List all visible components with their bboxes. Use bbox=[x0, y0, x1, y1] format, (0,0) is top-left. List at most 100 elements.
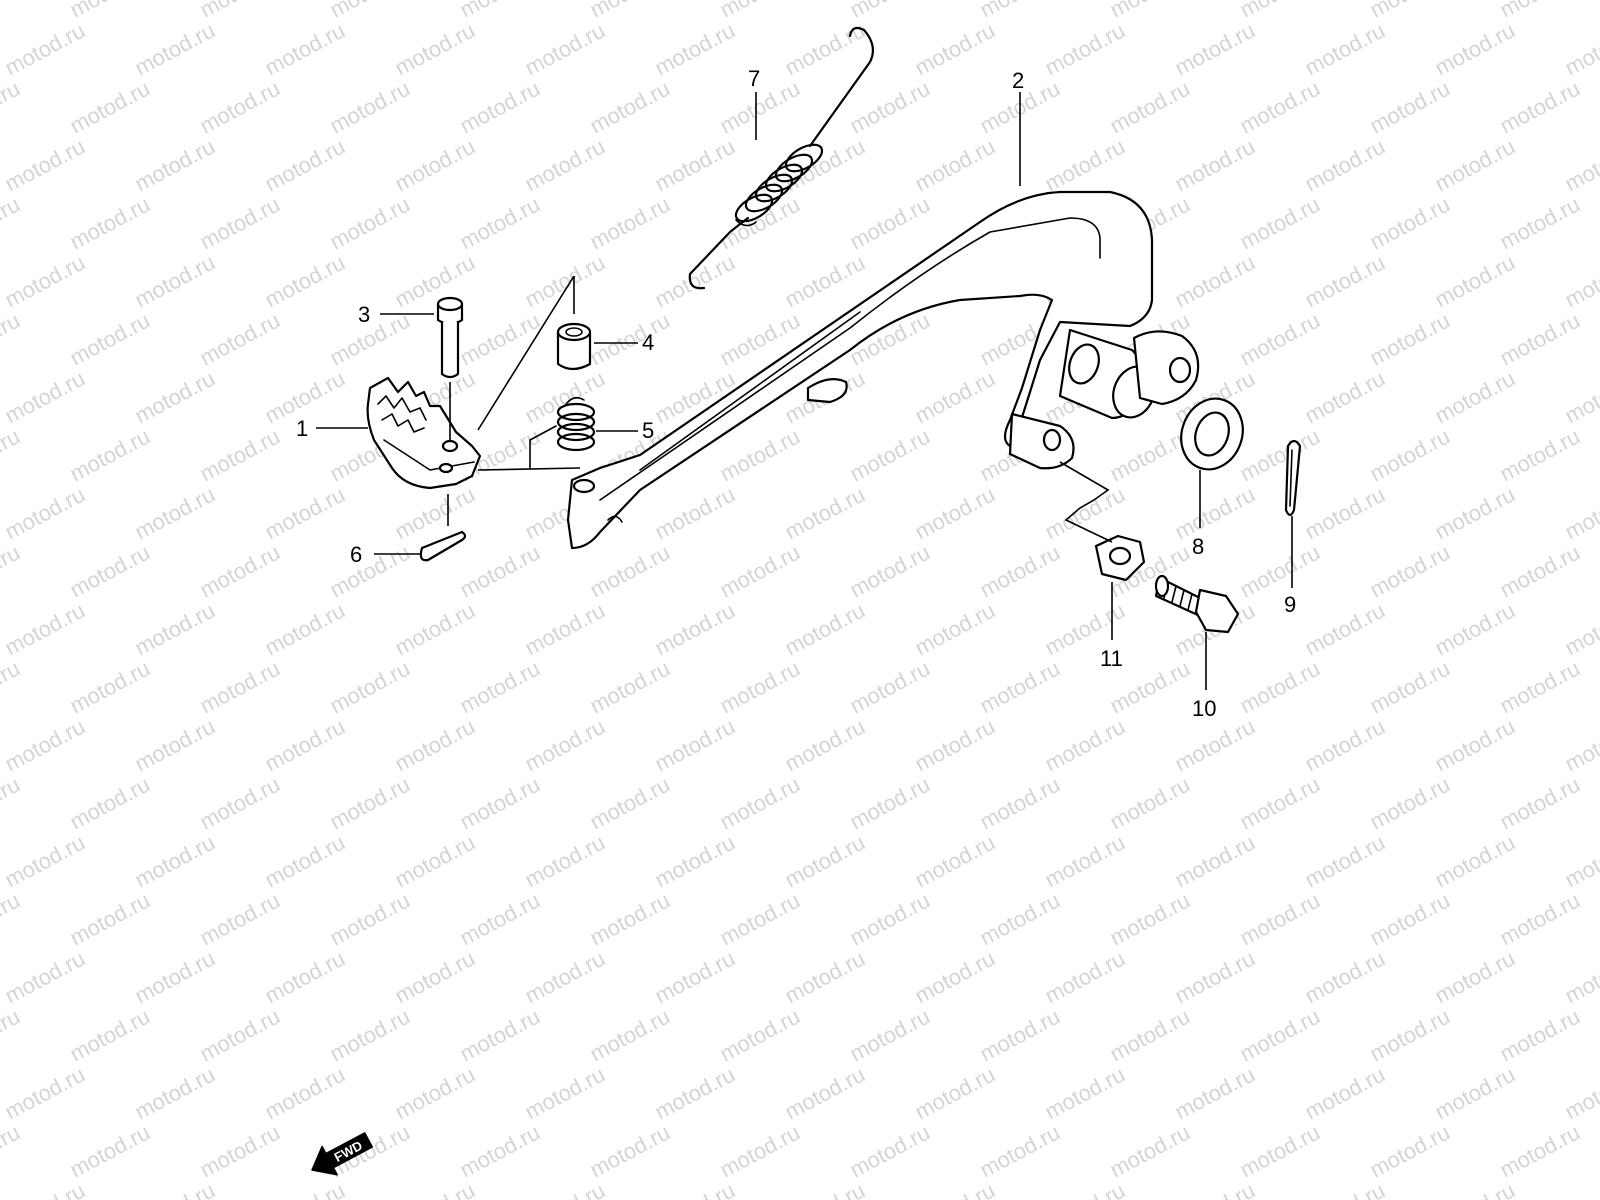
watermark-text: motod.ru bbox=[911, 830, 999, 893]
watermark-text: motod.ru bbox=[521, 714, 609, 777]
watermark-text: motod.ru bbox=[651, 250, 739, 313]
watermark-text: motod.ru bbox=[781, 1062, 869, 1125]
watermark-text: motod.ru bbox=[1366, 772, 1454, 835]
watermark-text: motod.ru bbox=[1431, 250, 1519, 313]
watermark-text: motod.ru bbox=[846, 888, 934, 951]
watermark-text: motod.ru bbox=[261, 830, 349, 893]
watermark-text: motod.ru bbox=[66, 192, 154, 255]
watermark-text: motod.ru bbox=[521, 830, 609, 893]
watermark-text: motod.ru bbox=[651, 134, 739, 197]
watermark-text: motod.ru bbox=[131, 18, 219, 81]
watermark-text: motod.ru bbox=[1041, 830, 1129, 893]
watermark-text: motod.ru bbox=[1496, 772, 1584, 835]
watermark-text: motod.ru bbox=[1171, 714, 1259, 777]
watermark-text: motod.ru bbox=[261, 1062, 349, 1125]
watermark-text: motod.ru bbox=[456, 888, 544, 951]
watermark-text: motod.ru bbox=[0, 308, 24, 371]
watermark-text: motod.ru bbox=[1041, 714, 1129, 777]
watermark-text: motod.ru bbox=[911, 598, 999, 661]
watermark-text: motod.ru bbox=[391, 714, 479, 777]
watermark-text: motod.ru bbox=[1106, 1004, 1194, 1067]
watermark-text: motod.ru bbox=[0, 656, 24, 719]
watermark-text: motod.ru bbox=[261, 946, 349, 1009]
watermark-text: motod.ru bbox=[1431, 714, 1519, 777]
watermark-text: motod.ru bbox=[1236, 192, 1324, 255]
watermark-text: motod.ru bbox=[1, 1178, 89, 1200]
watermark-text: motod.ru bbox=[1236, 772, 1324, 835]
watermark-text: motod.ru bbox=[846, 1120, 934, 1183]
watermark-text: motod.ru bbox=[1431, 482, 1519, 545]
watermark-text: motod.ru bbox=[651, 1178, 739, 1200]
watermark-text: motod.ru bbox=[1, 830, 89, 893]
watermark-text: motod.ru bbox=[1, 134, 89, 197]
watermark-text: motod.ru bbox=[1561, 598, 1600, 661]
watermark-text: motod.ru bbox=[651, 598, 739, 661]
watermark-text: motod.ru bbox=[196, 192, 284, 255]
watermark-text: motod.ru bbox=[1496, 424, 1584, 487]
watermark-text: motod.ru bbox=[911, 946, 999, 1009]
watermark-text: motod.ru bbox=[0, 1120, 24, 1183]
watermark-text: motod.ru bbox=[456, 1004, 544, 1067]
watermark-text: motod.ru bbox=[1561, 250, 1600, 313]
watermark-text: motod.ru bbox=[846, 192, 934, 255]
callout-labels: 1 2 3 4 5 6 7 8 9 10 11 bbox=[296, 66, 1296, 721]
callout-8: 8 bbox=[1192, 534, 1204, 559]
watermark-text: motod.ru bbox=[196, 424, 284, 487]
watermark-text: motod.ru bbox=[456, 772, 544, 835]
watermark-text: motod.ru bbox=[131, 1178, 219, 1200]
watermark-text: motod.ru bbox=[196, 540, 284, 603]
cotter-pin-6-part bbox=[419, 530, 467, 562]
watermark-text: motod.ru bbox=[716, 1004, 804, 1067]
watermark-text: motod.ru bbox=[1496, 888, 1584, 951]
watermark-text: motod.ru bbox=[131, 714, 219, 777]
watermark-text: motod.ru bbox=[1041, 1062, 1129, 1125]
bolt-part bbox=[1154, 574, 1240, 634]
callout-10: 10 bbox=[1192, 696, 1216, 721]
watermark-text: motod.ru bbox=[1301, 134, 1389, 197]
watermark-text: motod.ru bbox=[781, 482, 869, 545]
watermark-text: motod.ru bbox=[1431, 134, 1519, 197]
watermark-text: motod.ru bbox=[326, 192, 414, 255]
watermark-text: motod.ru bbox=[1301, 946, 1389, 1009]
watermark-text: motod.ru bbox=[976, 0, 1064, 22]
watermark-text: motod.ru bbox=[326, 772, 414, 835]
watermark-text: motod.ru bbox=[716, 0, 804, 22]
watermark-text: motod.ru bbox=[1496, 76, 1584, 139]
callout-9: 9 bbox=[1284, 592, 1296, 617]
watermark-text: motod.ru bbox=[976, 1120, 1064, 1183]
watermark-text: motod.ru bbox=[456, 540, 544, 603]
watermark-text: motod.ru bbox=[66, 772, 154, 835]
watermark-text: motod.ru bbox=[1041, 134, 1129, 197]
watermark-text: motod.ru bbox=[716, 772, 804, 835]
watermark-text: motod.ru bbox=[976, 772, 1064, 835]
watermark-text: motod.ru bbox=[1496, 656, 1584, 719]
watermark-text: motod.ru bbox=[1561, 366, 1600, 429]
watermark-text: motod.ru bbox=[1366, 0, 1454, 22]
watermark-text: motod.ru bbox=[1301, 1062, 1389, 1125]
watermark-text: motod.ru bbox=[0, 540, 24, 603]
watermark-text: motod.ru bbox=[586, 1120, 674, 1183]
watermark-text: motod.ru bbox=[1106, 76, 1194, 139]
watermark-text: motod.ru bbox=[521, 134, 609, 197]
watermark-text: motod.ru bbox=[1366, 656, 1454, 719]
watermark-text: motod.ru bbox=[1, 482, 89, 545]
watermark-text: motod.ru bbox=[391, 830, 479, 893]
watermark-text: motod.ru bbox=[326, 888, 414, 951]
watermark-text: motod.ru bbox=[196, 772, 284, 835]
watermark-text: motod.ru bbox=[1041, 482, 1129, 545]
watermark-text: motod.ru bbox=[1106, 772, 1194, 835]
watermark-text: motod.ru bbox=[326, 1004, 414, 1067]
watermark-text: motod.ru bbox=[456, 656, 544, 719]
watermark-text: motod.ru bbox=[1236, 76, 1324, 139]
watermark-text: motod.ru bbox=[1431, 946, 1519, 1009]
watermark-text: motod.ru bbox=[976, 656, 1064, 719]
watermark-text: motod.ru bbox=[976, 888, 1064, 951]
watermark-text: motod.ru bbox=[1236, 656, 1324, 719]
watermark-text: motod.ru bbox=[456, 1120, 544, 1183]
watermark-text: motod.ru bbox=[1366, 192, 1454, 255]
watermark-text: motod.ru bbox=[1236, 888, 1324, 951]
watermark-text: motod.ru bbox=[586, 1004, 674, 1067]
watermark-text: motod.ru bbox=[976, 1004, 1064, 1067]
